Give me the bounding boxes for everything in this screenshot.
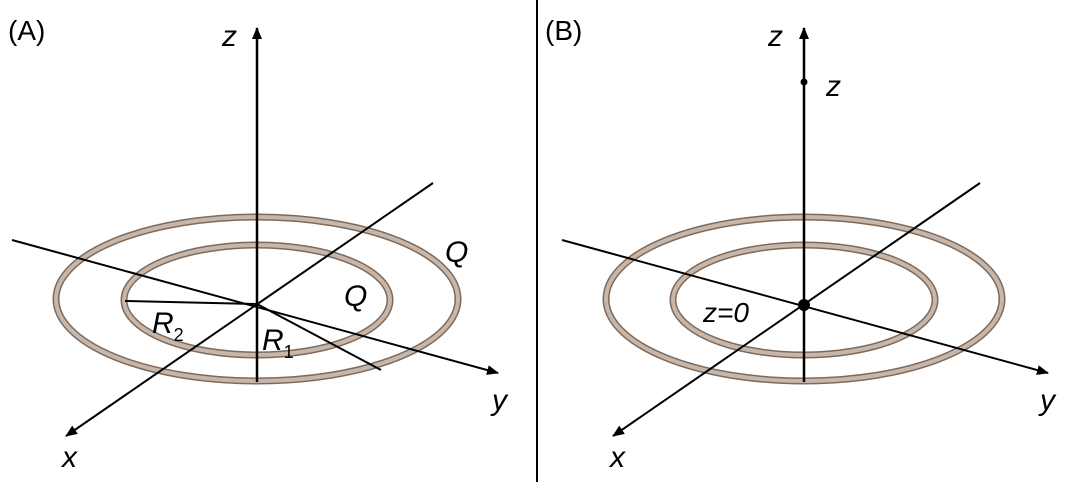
panel-b-label: (B) [545,15,582,46]
point-z-label: z [825,70,841,103]
z-axis-label-b: z [767,20,783,53]
origin-label: z=0 [702,297,749,328]
panel-a-label: (A) [8,15,45,46]
x-axis-a [65,182,434,437]
panel-a: (A) z y x Q Q R2 R1 [8,15,509,474]
x-axis-b [612,182,981,437]
radius-inner-label: R1 [262,324,294,362]
x-axis-label-b: x [608,441,626,474]
y-axis-label-a: y [490,384,509,417]
y-axis-label-b: y [1038,384,1057,417]
radius-outer-label: R2 [152,307,184,345]
radius-line-r2 [124,300,258,305]
charge-outer-label: Q [445,236,468,269]
z-axis-label-a: z [221,20,237,53]
x-axis-label-a: x [60,441,78,474]
radius-line-r1 [256,303,382,371]
point-z-marker [800,78,808,86]
origin-marker [798,299,810,311]
panel-b: (B) z z y x z=0 [545,15,1057,474]
charge-inner-label: Q [344,280,367,313]
